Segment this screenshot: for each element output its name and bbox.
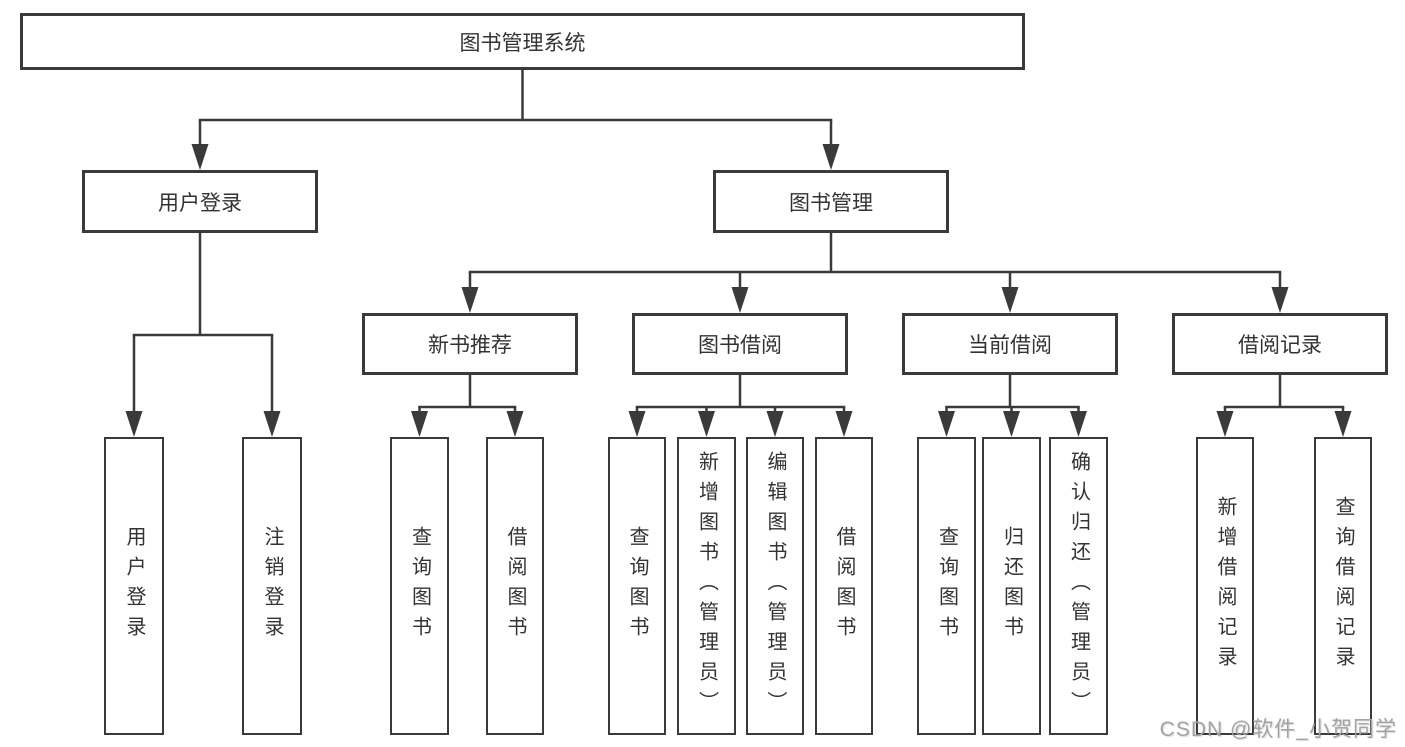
node-label: 借阅记录 xyxy=(1238,334,1322,357)
node-label: 图书管理系统 xyxy=(459,31,586,55)
leaf-records-add-record: 新增借阅记录 xyxy=(1196,437,1254,735)
leaf-current-query-books: 查询图书 xyxy=(917,437,976,735)
node-label: 用户登录 xyxy=(158,191,242,215)
node-label: 当前借阅 xyxy=(968,334,1052,357)
node-label: 归还图书 xyxy=(1000,526,1023,646)
node-label: 用户登录 xyxy=(123,526,145,646)
node-label: 新增借阅记录 xyxy=(1214,496,1236,676)
node-label: 查询借阅记录 xyxy=(1332,496,1354,676)
leaf-rec-borrow-books: 借阅图书 xyxy=(486,437,544,735)
node-borrowing-records: 借阅记录 xyxy=(1172,313,1388,375)
leaf-rec-query-books: 查询图书 xyxy=(390,437,449,735)
leaf-borrow-edit-books-admin: 编辑图书（管理员） xyxy=(746,437,804,735)
node-label: 查询图书 xyxy=(408,526,431,646)
node-new-book-recommendation: 新书推荐 xyxy=(362,313,578,375)
node-label: 新书推荐 xyxy=(428,334,512,357)
node-label: 查询图书 xyxy=(935,526,958,646)
leaf-borrow-borrow-books: 借阅图书 xyxy=(815,437,873,735)
node-label: 新增图书（管理员） xyxy=(695,451,718,721)
node-label: 查询图书 xyxy=(626,526,648,646)
node-label: 确认归还（管理员） xyxy=(1067,451,1090,721)
node-label: 图书借阅 xyxy=(698,334,782,357)
node-user-login-branch: 用户登录 xyxy=(82,170,318,233)
node-library-management-system: 图书管理系统 xyxy=(20,13,1025,70)
node-label: 编辑图书（管理员） xyxy=(764,451,786,721)
node-label: 借阅图书 xyxy=(833,526,855,646)
node-book-borrowing: 图书借阅 xyxy=(632,313,848,375)
node-label: 注销登录 xyxy=(261,526,283,646)
node-current-borrowing: 当前借阅 xyxy=(902,313,1118,375)
leaf-borrow-add-books-admin: 新增图书（管理员） xyxy=(677,437,736,735)
leaf-user-login: 用户登录 xyxy=(104,437,164,735)
leaf-records-query-record: 查询借阅记录 xyxy=(1314,437,1372,735)
node-label: 图书管理 xyxy=(789,191,873,215)
node-book-management: 图书管理 xyxy=(713,170,949,233)
leaf-current-confirm-return-admin: 确认归还（管理员） xyxy=(1049,437,1108,735)
leaf-logout: 注销登录 xyxy=(242,437,302,735)
leaf-current-return-books: 归还图书 xyxy=(982,437,1041,735)
leaf-borrow-query-books: 查询图书 xyxy=(608,437,666,735)
watermark: CSDN @软件_小贺同学 xyxy=(1159,718,1397,741)
node-label: 借阅图书 xyxy=(504,526,526,646)
